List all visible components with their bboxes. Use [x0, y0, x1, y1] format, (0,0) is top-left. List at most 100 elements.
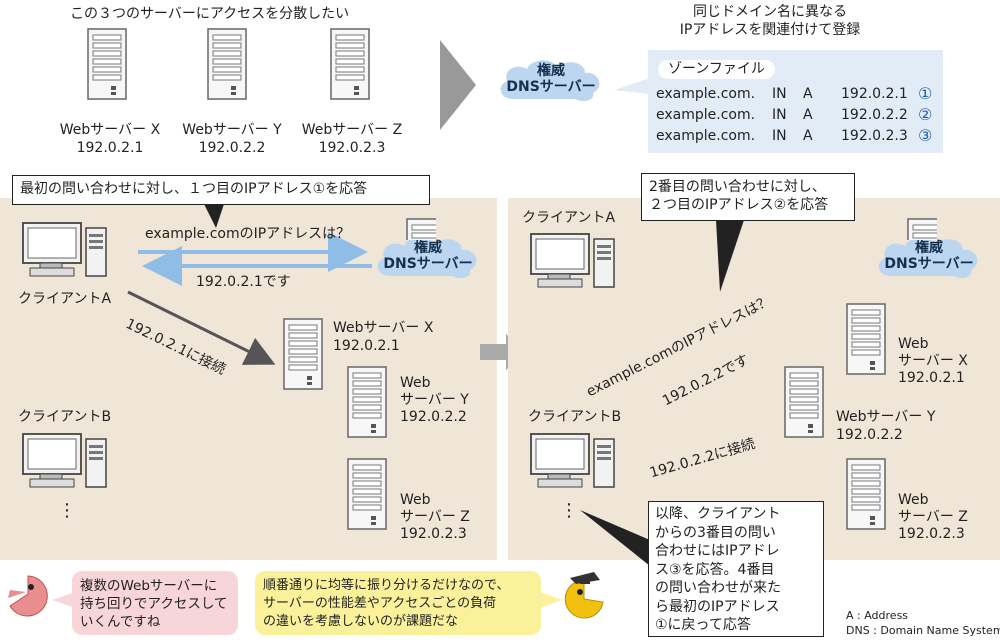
server-icon — [330, 28, 370, 100]
left-server-y-icon — [347, 366, 387, 438]
top-server-y-ip: 192.0.2.2 — [198, 140, 266, 156]
later-note-tail — [580, 510, 650, 566]
top-dns-label-2: DNSサーバー — [506, 79, 596, 95]
later-note-line: の問い合わせが来た — [655, 580, 781, 596]
later-note-line: からの3番目の問い — [655, 524, 776, 541]
zone-rec-3-type: A — [803, 128, 813, 144]
pink-character-icon — [8, 575, 48, 617]
left-query-text: example.comのIPアドレスは？ — [145, 226, 351, 242]
client-a-pc-icon — [22, 222, 108, 278]
pink-bubble-line: 複数のWebサーバーに — [80, 578, 218, 594]
zone-rec-2-type: A — [803, 107, 813, 123]
left-callout-tail — [204, 204, 224, 228]
zone-file-title: ゾーンファイル — [658, 60, 775, 79]
pink-bubble-line: いくんですね — [80, 614, 161, 630]
right-dots: ⋮ — [560, 500, 578, 521]
top-dns-label-1: 権威 — [537, 63, 565, 79]
right-callout-tail — [716, 220, 744, 292]
left-srv-x-ip: 192.0.2.1 — [333, 338, 400, 354]
top-server-z-name: Webサーバー Z — [301, 122, 403, 138]
left-answer-text: 192.0.2.1です — [196, 274, 291, 290]
zone-rec-1-name: example.com. — [656, 86, 756, 102]
zone-rec-2-mark: ② — [918, 105, 933, 124]
zone-rec-1-type: A — [803, 86, 813, 102]
left-client-a-label: クライアントA — [18, 291, 112, 307]
pink-speech-bubble: 複数のWebサーバーに 持ち回りでアクセスして いくんですね — [72, 571, 238, 635]
top-server-z-ip: 192.0.2.3 — [318, 140, 386, 156]
right-srv-z-name2: サーバー Z — [898, 509, 968, 525]
later-note-line: 合わせにはIPアドレ — [655, 543, 780, 559]
left-dots: ⋮ — [58, 500, 76, 521]
zone-rec-3-mark: ③ — [918, 126, 933, 145]
zone-rec-2-class: IN — [772, 107, 787, 123]
later-note-line: ス③を応答。4番目 — [655, 561, 775, 578]
right-client-b-label: クライアントB — [528, 409, 622, 425]
zone-rec-3-ip: 192.0.2.3 — [841, 128, 908, 144]
pink-bubble-line: 持ち回りでアクセスして — [80, 596, 228, 612]
right-callout: 2番目の問い合わせに対し、 ２つ目のIPアドレス②を応答 — [641, 173, 855, 221]
left-srv-z-ip: 192.0.2.3 — [400, 526, 467, 542]
right-dns-label-2: DNSサーバー — [884, 256, 974, 272]
later-note-line: 以降、クライアント — [655, 506, 781, 522]
register-caption-2: IPアドレスを関連付けて登録 — [679, 22, 861, 38]
right-srv-x-name1: Web — [898, 336, 929, 352]
right-dns-server-icon — [907, 218, 937, 240]
top-server-y-name: Webサーバー Y — [182, 122, 282, 138]
zone-rec-1-mark: ① — [918, 84, 933, 103]
zone-rec-1-class: IN — [772, 86, 787, 102]
yellow-bubble-line: 順番通りに均等に振り分けるだけなので、 — [263, 578, 510, 593]
yellow-bubble-tail — [540, 592, 562, 608]
left-srv-z-name2: サーバー Z — [400, 509, 470, 525]
later-note-line: ①に戻って応答 — [655, 617, 751, 633]
flow-arrow-icon — [440, 40, 476, 130]
right-srv-y-ip: 192.0.2.2 — [836, 427, 903, 443]
left-srv-z-name1: Web — [400, 492, 431, 508]
top-dns-cloud: 権威 DNSサーバー — [495, 55, 607, 105]
later-note-box: 以降、クライアント からの3番目の問い 合わせにはIPアドレ ス③を応答。4番目… — [648, 501, 824, 637]
top-server-x-ip: 192.0.2.1 — [76, 140, 144, 156]
yellow-bubble-line: サーバーの性能差やアクセスごとの負荷 — [263, 596, 497, 611]
left-server-z-icon — [347, 458, 387, 530]
left-srv-x-name: Webサーバー X — [333, 320, 434, 336]
zone-rec-2-name: example.com. — [656, 107, 756, 123]
legend-dns: DNS : Domain Name System — [846, 624, 1000, 637]
yellow-bubble-line: の違いを考慮しないのが課題だな — [263, 614, 459, 629]
right-srv-x-ip: 192.0.2.1 — [898, 370, 965, 386]
right-callout-line2: ２つ目のIPアドレス②を応答 — [649, 197, 829, 213]
server-icon — [207, 28, 247, 100]
left-srv-y-name2: サーバー Y — [400, 392, 469, 408]
legend-a: A : Address — [846, 609, 909, 622]
later-note-line: ら最初のIPアドレス — [655, 598, 780, 615]
top-server-x-name: Webサーバー X — [59, 122, 161, 138]
right-srv-x-name2: サーバー X — [898, 353, 968, 369]
left-dns-label-2: DNSサーバー — [383, 256, 473, 272]
right-dns-cloud: 権威 DNSサーバー — [873, 232, 985, 282]
right-server-x-icon — [846, 303, 886, 375]
zone-pointer — [614, 78, 650, 94]
zone-file-box: ゾーンファイル example.com. IN A 192.0.2.1 ① ex… — [614, 50, 943, 153]
zone-rec-3-name: example.com. — [656, 128, 756, 144]
left-srv-y-ip: 192.0.2.2 — [400, 409, 467, 425]
pink-bubble-tail — [52, 592, 76, 608]
left-dns-cloud: 権威 DNSサーバー — [372, 232, 484, 282]
right-server-y-icon — [784, 366, 824, 438]
zone-rec-2-ip: 192.0.2.2 — [841, 107, 908, 123]
left-server-x-icon — [283, 318, 323, 390]
right-client-a-pc-icon — [530, 233, 616, 289]
right-callout-line1: 2番目の問い合わせに対し、 — [649, 179, 826, 195]
yellow-character-icon — [564, 572, 604, 619]
right-srv-z-name1: Web — [898, 492, 929, 508]
right-srv-y-name: Webサーバー Y — [836, 409, 936, 425]
right-dns-label-1: 権威 — [915, 240, 943, 256]
register-caption-1: 同じドメイン名に異なる — [693, 4, 847, 20]
zone-rec-3-class: IN — [772, 128, 787, 144]
yellow-speech-bubble: 順番通りに均等に振り分けるだけなので、 サーバーの性能差やアクセスごとの負荷 の… — [255, 571, 541, 635]
left-dns-label-1: 権威 — [414, 240, 442, 256]
left-callout: 最初の問い合わせに対し、１つ目のIPアドレス①を応答 — [12, 175, 430, 205]
right-client-b-pc-icon — [530, 433, 616, 489]
right-client-a-label: クライアントA — [522, 210, 616, 226]
left-dns-server-icon — [406, 218, 436, 240]
left-client-b-label: クライアントB — [18, 409, 112, 425]
server-icon — [87, 28, 127, 100]
client-b-pc-icon — [22, 433, 108, 489]
